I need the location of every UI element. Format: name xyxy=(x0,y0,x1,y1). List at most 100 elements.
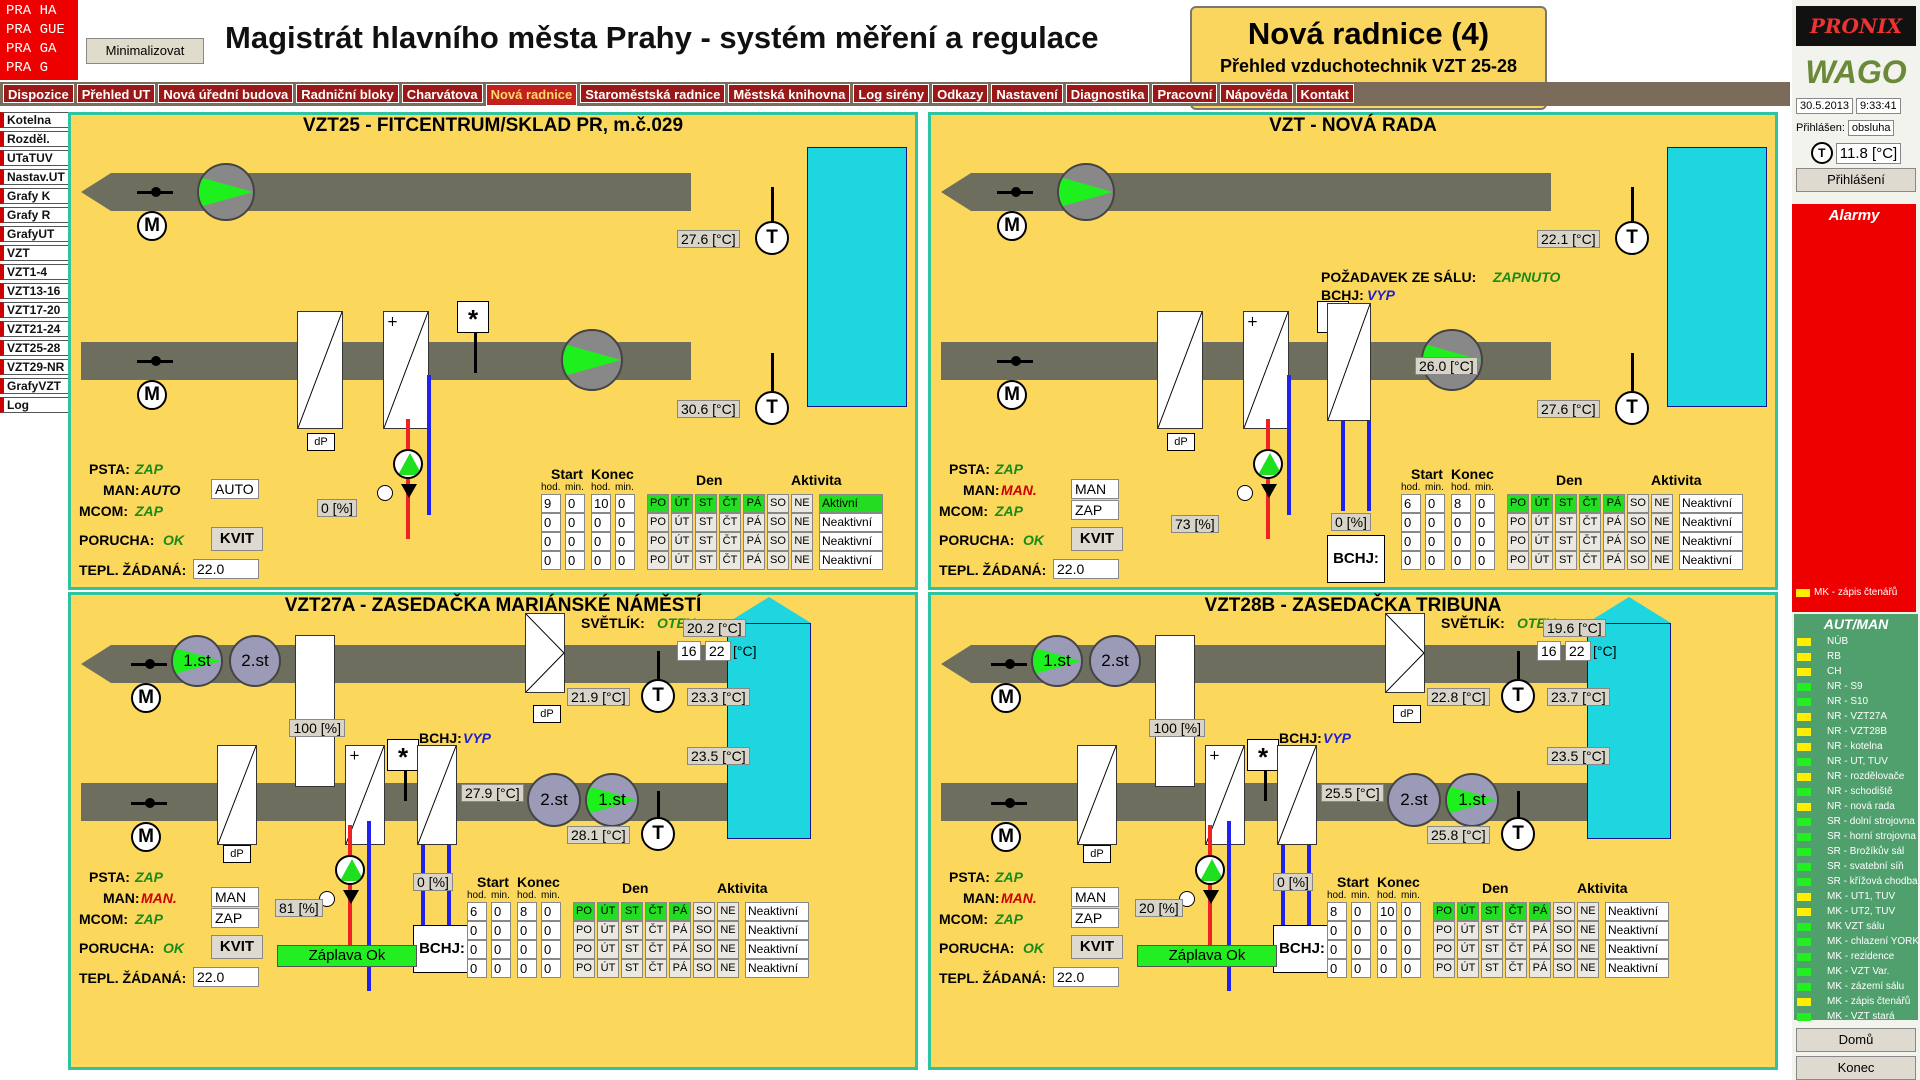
day-toggle[interactable]: ÚT xyxy=(597,940,619,959)
schedule-time-input[interactable]: 0 xyxy=(541,940,561,959)
left-menu-item[interactable]: Kotelna xyxy=(0,112,70,128)
schedule-time-input[interactable]: 0 xyxy=(615,513,635,532)
day-toggle[interactable]: SO xyxy=(1627,494,1649,513)
login-button[interactable]: Přihlášení xyxy=(1796,168,1916,192)
schedule-time-input[interactable]: 0 xyxy=(1327,921,1347,940)
day-toggle[interactable]: PÁ xyxy=(743,551,765,570)
schedule-time-input[interactable]: 0 xyxy=(1401,551,1421,570)
nav-12[interactable]: Pracovní xyxy=(1152,84,1218,103)
day-toggle[interactable]: SO xyxy=(1553,959,1575,978)
left-menu-item[interactable]: Rozděl. xyxy=(0,131,70,147)
day-toggle[interactable]: SO xyxy=(767,551,789,570)
day-toggle[interactable]: PO xyxy=(1433,921,1455,940)
automan-item[interactable]: MK - VZT Var. xyxy=(1794,964,1918,979)
day-toggle[interactable]: ČT xyxy=(719,551,741,570)
day-toggle[interactable]: ČT xyxy=(1579,532,1601,551)
schedule-time-input[interactable]: 0 xyxy=(591,551,611,570)
day-toggle[interactable]: ÚT xyxy=(1457,959,1479,978)
automan-item[interactable]: MK - zápis čtenářů xyxy=(1794,994,1918,1009)
motor-button[interactable]: M xyxy=(131,683,161,713)
day-toggle[interactable]: PÁ xyxy=(743,494,765,513)
day-toggle[interactable]: ÚT xyxy=(671,551,693,570)
nav-14[interactable]: Kontakt xyxy=(1295,84,1354,103)
kvit-button[interactable]: KVIT xyxy=(211,527,263,551)
schedule-time-input[interactable]: 0 xyxy=(541,532,561,551)
schedule-time-input[interactable]: 0 xyxy=(1425,551,1445,570)
schedule-time-input[interactable]: 0 xyxy=(1425,532,1445,551)
motor-button[interactable]: M xyxy=(137,211,167,241)
setpoint-high-input[interactable]: 22 xyxy=(705,641,731,661)
man-mode-input[interactable]: AUTO xyxy=(211,479,259,499)
automan-item[interactable]: MK - zázemí sálu xyxy=(1794,979,1918,994)
day-toggle[interactable]: PO xyxy=(647,494,669,513)
automan-item[interactable]: SR - svatební síň xyxy=(1794,859,1918,874)
home-button[interactable]: Domů xyxy=(1796,1028,1916,1052)
mcom-input[interactable]: ZAP xyxy=(211,908,259,928)
day-toggle[interactable]: ST xyxy=(1481,921,1503,940)
day-toggle[interactable]: PO xyxy=(647,513,669,532)
day-toggle[interactable]: NE xyxy=(791,494,813,513)
star-button[interactable]: * xyxy=(457,301,489,334)
nav-6[interactable]: Staroměstská radnice xyxy=(580,84,726,103)
day-toggle[interactable]: ÚT xyxy=(671,532,693,551)
schedule-time-input[interactable]: 0 xyxy=(1377,940,1397,959)
day-toggle[interactable]: NE xyxy=(1577,940,1599,959)
minimize-button[interactable]: Minimalizovat xyxy=(86,38,204,64)
nav-13[interactable]: Nápověda xyxy=(1220,84,1293,103)
schedule-time-input[interactable]: 0 xyxy=(565,494,585,513)
day-toggle[interactable]: ÚT xyxy=(597,959,619,978)
automan-item[interactable]: RB xyxy=(1794,649,1918,664)
motor-button[interactable]: M xyxy=(137,380,167,410)
schedule-time-input[interactable]: 0 xyxy=(1351,940,1371,959)
kvit-button[interactable]: KVIT xyxy=(1071,527,1123,551)
day-toggle[interactable]: ČT xyxy=(1579,551,1601,570)
schedule-time-input[interactable]: 0 xyxy=(1377,959,1397,978)
day-toggle[interactable]: SO xyxy=(693,959,715,978)
automan-item[interactable]: MK - rezidence xyxy=(1794,949,1918,964)
left-menu-item[interactable]: GrafyUT xyxy=(0,226,70,242)
left-menu-item[interactable]: VZT25-28 xyxy=(0,340,70,356)
day-toggle[interactable]: SO xyxy=(1553,940,1575,959)
automan-item[interactable]: NÚB xyxy=(1794,634,1918,649)
day-toggle[interactable]: ÚT xyxy=(1531,494,1553,513)
nav-5[interactable]: Nová radnice xyxy=(485,84,578,106)
day-toggle[interactable]: NE xyxy=(1577,902,1599,921)
day-toggle[interactable]: ČT xyxy=(719,494,741,513)
setpoint-high-input[interactable]: 22 xyxy=(1565,641,1591,661)
schedule-time-input[interactable]: 0 xyxy=(467,959,487,978)
day-toggle[interactable]: SO xyxy=(693,940,715,959)
schedule-time-input[interactable]: 0 xyxy=(1401,940,1421,959)
schedule-time-input[interactable]: 10 xyxy=(1377,902,1397,921)
schedule-time-input[interactable]: 6 xyxy=(1401,494,1421,513)
nav-3[interactable]: Radniční bloky xyxy=(296,84,399,103)
schedule-time-input[interactable]: 0 xyxy=(541,921,561,940)
day-toggle[interactable]: ČT xyxy=(719,513,741,532)
day-toggle[interactable]: NE xyxy=(1577,921,1599,940)
schedule-time-input[interactable]: 0 xyxy=(1401,959,1421,978)
day-toggle[interactable]: SO xyxy=(1627,551,1649,570)
automan-item[interactable]: MK - VZT stará xyxy=(1794,1009,1918,1024)
schedule-time-input[interactable]: 0 xyxy=(1475,532,1495,551)
day-toggle[interactable]: ST xyxy=(695,513,717,532)
automan-item[interactable]: SR - Brožíkův sál xyxy=(1794,844,1918,859)
setpoint-input[interactable]: 22.0 xyxy=(193,967,259,987)
setpoint-low-input[interactable]: 16 xyxy=(1537,641,1561,661)
man-mode-input[interactable]: MAN xyxy=(1071,479,1119,499)
schedule-time-input[interactable]: 0 xyxy=(1401,902,1421,921)
day-toggle[interactable]: ST xyxy=(1555,532,1577,551)
day-toggle[interactable]: ČT xyxy=(1505,959,1527,978)
left-menu-item[interactable]: Log xyxy=(0,397,70,413)
day-toggle[interactable]: NE xyxy=(1651,532,1673,551)
alarm-item[interactable]: MK - zápis čtenářů xyxy=(1796,587,1897,598)
day-toggle[interactable]: NE xyxy=(717,959,739,978)
man-mode-input[interactable]: MAN xyxy=(211,887,259,907)
schedule-time-input[interactable]: 0 xyxy=(491,940,511,959)
schedule-time-input[interactable]: 0 xyxy=(1475,551,1495,570)
day-toggle[interactable]: PO xyxy=(1433,940,1455,959)
day-toggle[interactable]: PO xyxy=(1507,513,1529,532)
day-toggle[interactable]: PÁ xyxy=(669,940,691,959)
schedule-time-input[interactable]: 0 xyxy=(615,532,635,551)
setpoint-input[interactable]: 22.0 xyxy=(1053,559,1119,579)
schedule-time-input[interactable]: 0 xyxy=(517,940,537,959)
schedule-time-input[interactable]: 0 xyxy=(565,551,585,570)
